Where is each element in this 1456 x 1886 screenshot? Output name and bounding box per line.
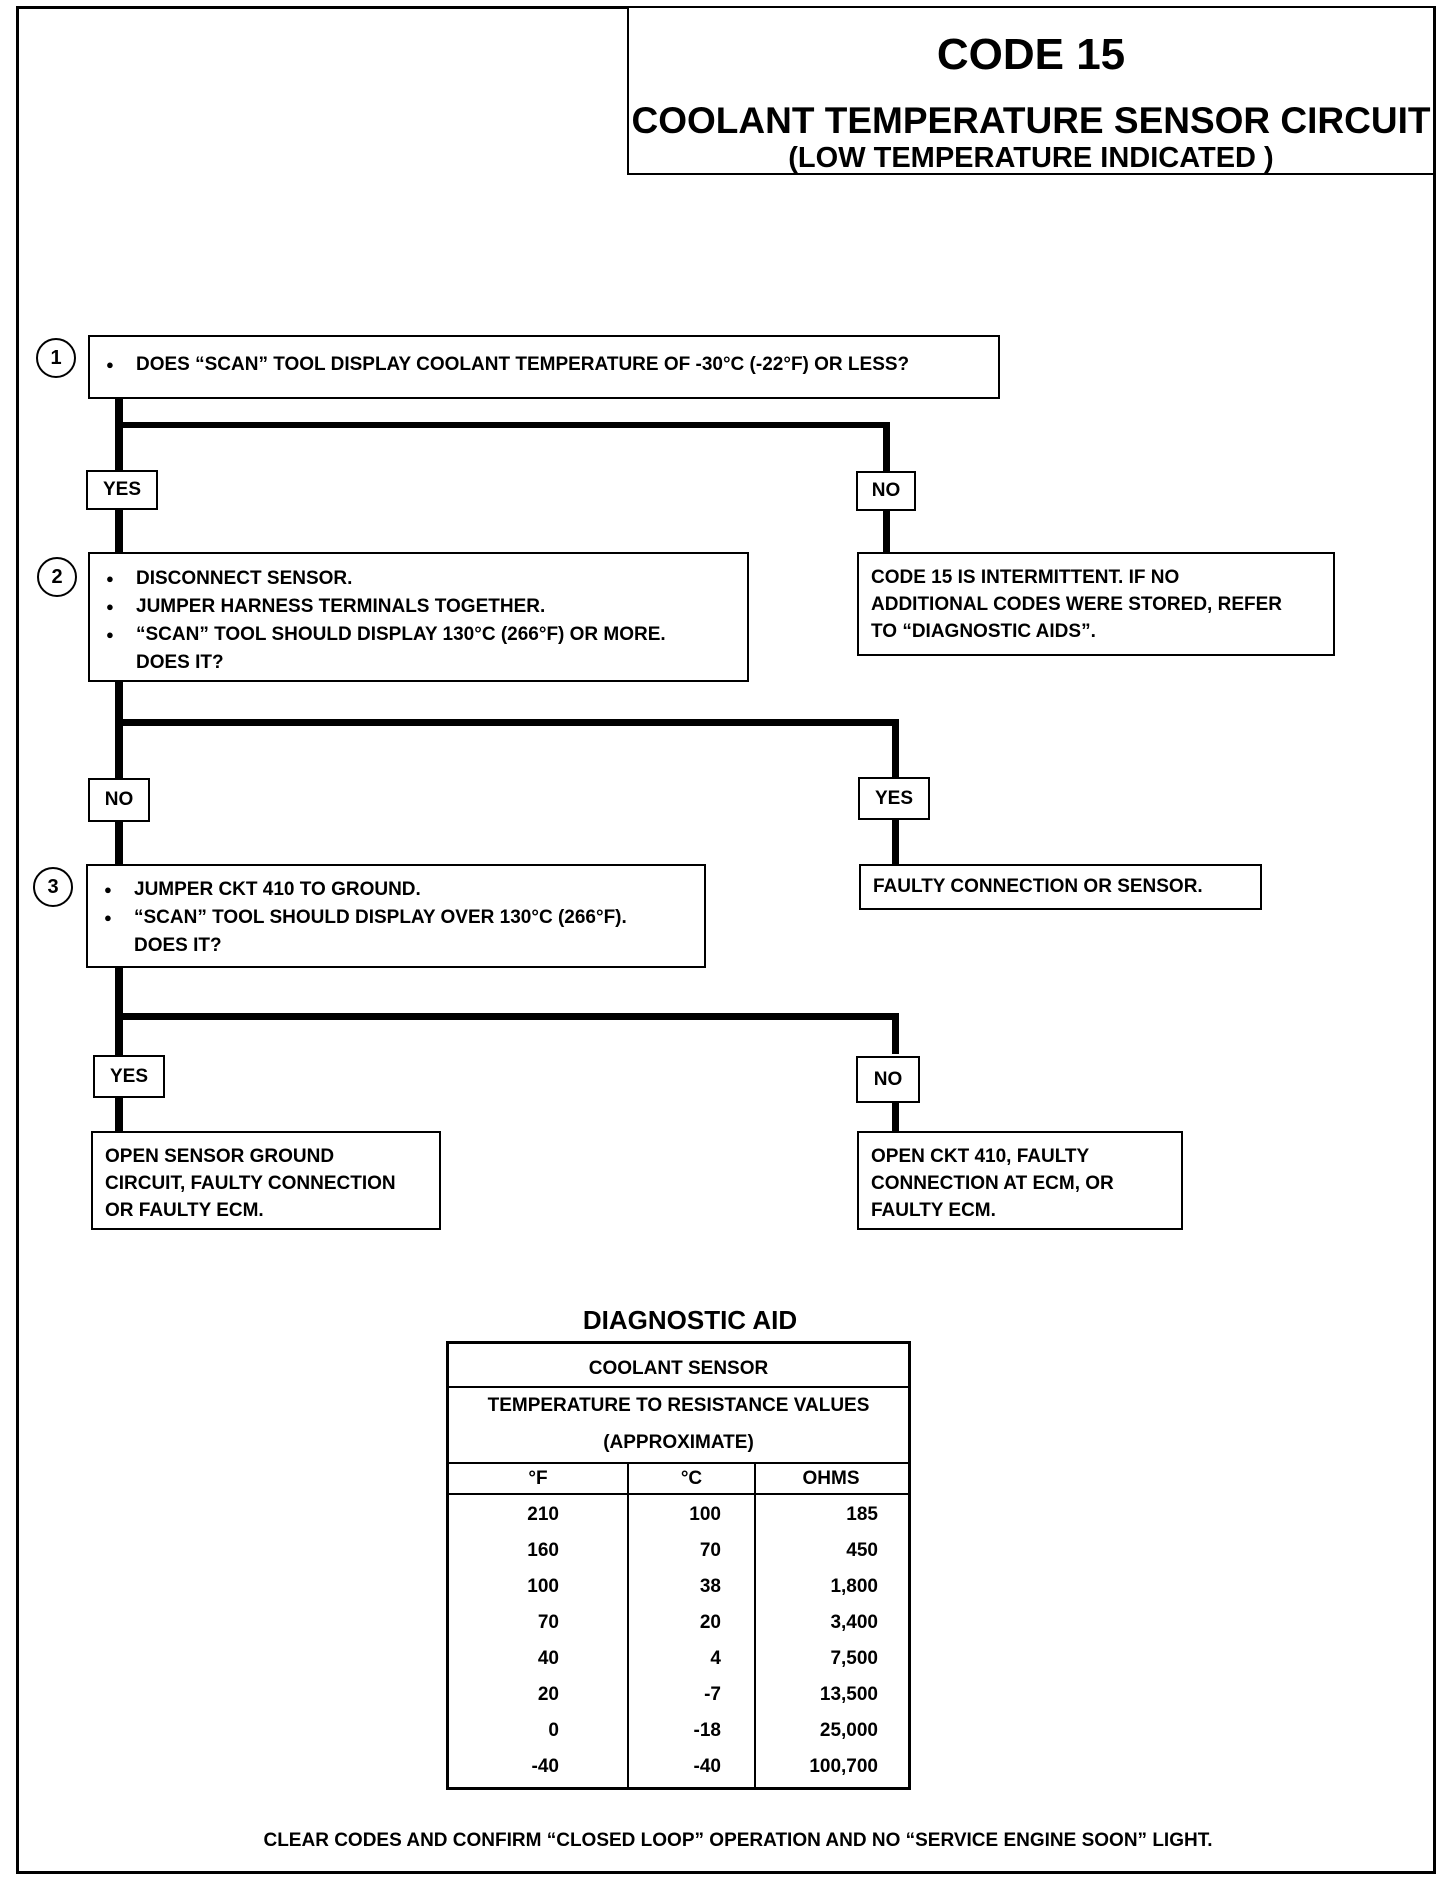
table-cell: -40 — [531, 1756, 559, 1777]
connector — [115, 820, 123, 864]
connector — [115, 397, 123, 471]
result-line: FAULTY CONNECTION OR SENSOR. — [873, 876, 1203, 897]
table-cell: 0 — [548, 1720, 559, 1741]
table-cell: -18 — [693, 1720, 721, 1741]
step-1-question: DOES “SCAN” TOOL DISPLAY COOLANT TEMPERA… — [88, 335, 1000, 399]
connector — [115, 1096, 123, 1132]
result-faulty-connection: FAULTY CONNECTION OR SENSOR. — [859, 864, 1262, 910]
table-rule — [449, 1462, 908, 1464]
branch-no: NO — [88, 778, 150, 822]
resistance-table: COOLANT SENSOR TEMPERATURE TO RESISTANCE… — [446, 1341, 911, 1790]
connector — [115, 1013, 899, 1020]
result-intermittent: CODE 15 IS INTERMITTENT. IF NO ADDITIONA… — [857, 552, 1335, 656]
result-line: OPEN SENSOR GROUND — [105, 1146, 335, 1167]
table-cell: 100 — [527, 1576, 559, 1597]
result-open-ckt-410: OPEN CKT 410, FAULTY CONNECTION AT ECM, … — [857, 1131, 1183, 1230]
connector — [892, 1100, 899, 1132]
table-subtitle: TEMPERATURE TO RESISTANCE VALUES — [487, 1395, 870, 1416]
bullet-text: JUMPER CKT 410 TO GROUND. — [104, 876, 704, 904]
bullet-text: “SCAN” TOOL SHOULD DISPLAY 130°C (266°F)… — [106, 621, 747, 649]
bullet-text: “SCAN” TOOL SHOULD DISPLAY OVER 130°C (2… — [104, 904, 704, 932]
result-line: CONNECTION AT ECM, OR — [871, 1173, 1114, 1194]
table-cell: 450 — [846, 1540, 878, 1561]
result-line: OR FAULTY ECM. — [105, 1200, 264, 1221]
table-cell: 185 — [846, 1504, 878, 1525]
table-cell: 3,400 — [830, 1612, 878, 1633]
table-cell: 20 — [537, 1684, 559, 1705]
bullet-text: JUMPER HARNESS TERMINALS TOGETHER. — [106, 593, 747, 621]
column-header: °F — [528, 1468, 548, 1489]
table-cell: 20 — [699, 1612, 721, 1633]
step-marker: 2 — [37, 557, 77, 597]
table-col-divider — [754, 1462, 756, 1787]
connector — [892, 719, 899, 779]
column-header: °C — [680, 1468, 703, 1489]
bullet-text: DOES “SCAN” TOOL DISPLAY COOLANT TEMPERA… — [106, 351, 998, 379]
connector — [115, 508, 123, 554]
bullet-text: DISCONNECT SENSOR. — [106, 565, 747, 593]
table-cell: -40 — [693, 1756, 721, 1777]
step-2-question: DISCONNECT SENSOR. JUMPER HARNESS TERMIN… — [88, 552, 749, 682]
table-col-divider — [627, 1462, 629, 1787]
branch-no: NO — [856, 1056, 920, 1103]
connector — [892, 1013, 899, 1054]
table-cell: 100 — [689, 1504, 721, 1525]
result-line: TO “DIAGNOSTIC AIDS”. — [871, 621, 1096, 642]
table-cell: 40 — [537, 1648, 559, 1669]
result-line: CODE 15 IS INTERMITTENT. IF NO — [871, 567, 1180, 588]
table-rule — [449, 1493, 908, 1495]
connector — [115, 966, 123, 1058]
branch-yes: YES — [86, 470, 158, 510]
result-line: ADDITIONAL CODES WERE STORED, REFER — [871, 594, 1282, 615]
branch-yes: YES — [858, 777, 930, 820]
connector — [115, 422, 890, 428]
title-code: CODE 15 — [936, 30, 1126, 79]
connector — [883, 422, 890, 471]
connector — [115, 719, 899, 726]
table-cell: -7 — [704, 1684, 721, 1705]
step-marker: 1 — [36, 338, 76, 378]
title-box: CODE 15 COOLANT TEMPERATURE SENSOR CIRCU… — [627, 6, 1436, 175]
table-cell: 100,700 — [809, 1756, 878, 1777]
question-text: DOES IT? — [134, 935, 222, 956]
table-cell: 25,000 — [819, 1720, 878, 1741]
table-cell: 1,800 — [830, 1576, 878, 1597]
title-main: COOLANT TEMPERATURE SENSOR CIRCUIT — [631, 100, 1431, 141]
table-subtitle: (APPROXIMATE) — [603, 1432, 754, 1453]
table-cell: 160 — [527, 1540, 559, 1561]
table-cell: 4 — [710, 1648, 721, 1669]
step-3-question: JUMPER CKT 410 TO GROUND. “SCAN” TOOL SH… — [86, 864, 706, 968]
branch-yes: YES — [93, 1055, 165, 1098]
footer-instruction: CLEAR CODES AND CONFIRM “CLOSED LOOP” OP… — [263, 1830, 1213, 1851]
result-open-ground: OPEN SENSOR GROUND CIRCUIT, FAULTY CONNE… — [91, 1131, 441, 1230]
table-rule — [449, 1386, 908, 1388]
question-text: DOES IT? — [136, 652, 224, 673]
column-header: OHMS — [802, 1468, 860, 1489]
table-cell: 70 — [537, 1612, 559, 1633]
connector — [892, 818, 899, 866]
table-cell: 13,500 — [819, 1684, 878, 1705]
table-cell: 210 — [527, 1504, 559, 1525]
table-cell: 7,500 — [830, 1648, 878, 1669]
connector — [883, 510, 890, 554]
step-marker: 3 — [33, 867, 73, 907]
title-subtitle: (LOW TEMPERATURE INDICATED ) — [788, 142, 1274, 174]
connector — [115, 680, 123, 782]
branch-no: NO — [856, 471, 916, 511]
table-cell: 38 — [699, 1576, 721, 1597]
table-cell: 70 — [699, 1540, 721, 1561]
result-line: FAULTY ECM. — [871, 1200, 996, 1221]
diagnostic-aid-title: DIAGNOSTIC AID — [582, 1305, 798, 1335]
result-line: OPEN CKT 410, FAULTY — [871, 1146, 1090, 1167]
result-line: CIRCUIT, FAULTY CONNECTION — [105, 1173, 396, 1194]
table-title: COOLANT SENSOR — [588, 1358, 769, 1379]
